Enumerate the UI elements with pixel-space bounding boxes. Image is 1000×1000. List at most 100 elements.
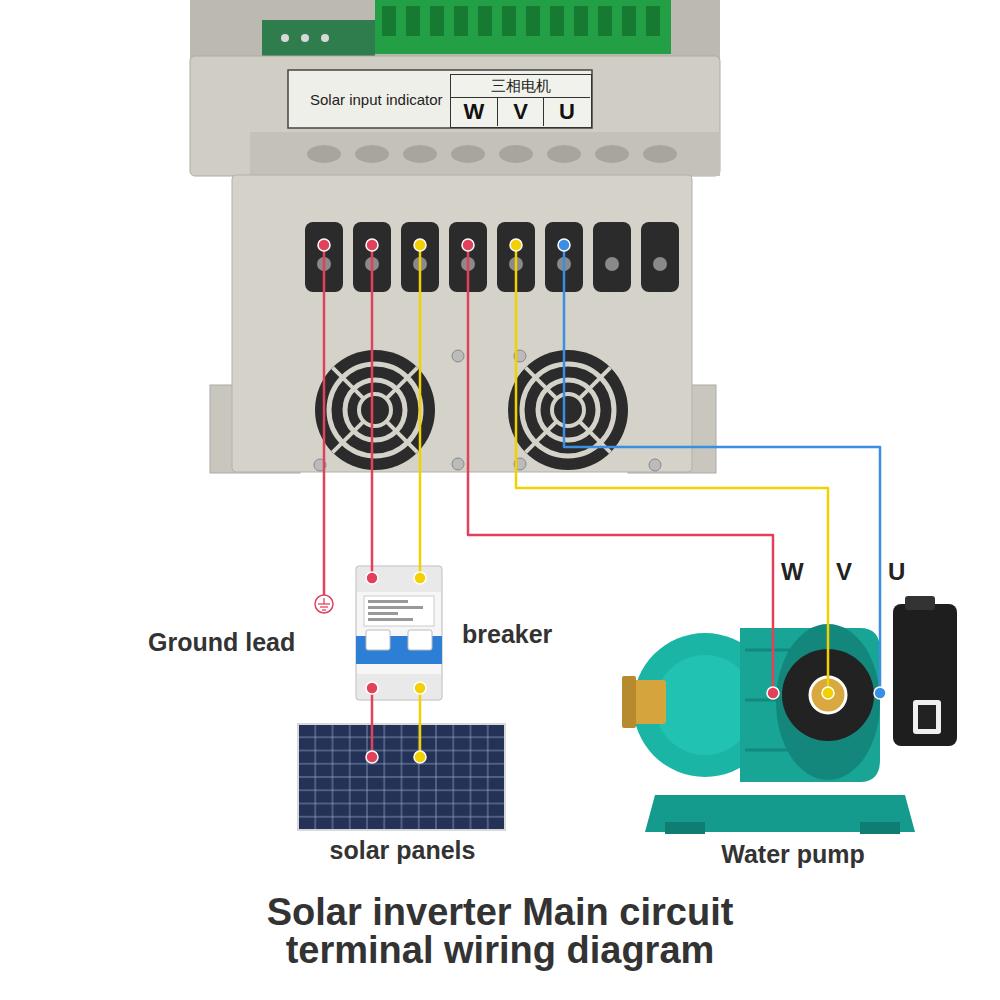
device-dot bbox=[366, 682, 378, 694]
breaker-picture bbox=[364, 596, 434, 626]
label-plate bbox=[288, 70, 592, 128]
wire bbox=[323, 440, 326, 595]
terminal-dot bbox=[462, 239, 474, 251]
housing-screw bbox=[452, 350, 464, 362]
part-label: Ground lead bbox=[148, 628, 295, 657]
phase-cell: U bbox=[543, 97, 590, 126]
breaker-picture bbox=[408, 630, 432, 650]
inverter-housing bbox=[547, 145, 581, 163]
part-label: solar panels bbox=[295, 836, 510, 865]
inverter-housing bbox=[598, 6, 612, 36]
water-pump-picture bbox=[860, 822, 900, 834]
inverter-housing bbox=[375, 0, 671, 54]
inverter-housing bbox=[574, 6, 588, 36]
inverter-housing bbox=[190, 56, 720, 176]
inverter-housing bbox=[478, 6, 492, 36]
cooling-fan bbox=[526, 421, 557, 452]
inverter-housing bbox=[382, 6, 396, 36]
ground-symbol bbox=[322, 609, 326, 610]
terminal-dot bbox=[510, 239, 522, 251]
inverter-housing: Solar input indicator 三相电机WVU bbox=[190, 0, 720, 440]
housing-screw bbox=[649, 459, 661, 471]
device-dot bbox=[767, 687, 779, 699]
device-dot bbox=[822, 687, 834, 699]
housing-screw bbox=[452, 458, 464, 470]
water-pump: Water pump bbox=[618, 612, 968, 870]
breaker-picture bbox=[368, 600, 408, 603]
terminal-vent bbox=[305, 222, 679, 292]
water-pump-picture bbox=[745, 649, 790, 652]
inverter-housing bbox=[622, 6, 636, 36]
water-pump-picture bbox=[665, 822, 705, 834]
inverter-housing bbox=[301, 34, 309, 42]
wire bbox=[468, 440, 773, 612]
ground-symbol bbox=[318, 603, 330, 604]
inverter-housing bbox=[232, 175, 692, 472]
cooling-fan bbox=[579, 368, 610, 399]
inverter-housing bbox=[451, 145, 485, 163]
housing-screw bbox=[314, 350, 661, 471]
terminal-dot bbox=[558, 239, 570, 251]
device-dot bbox=[366, 751, 378, 763]
wire bbox=[564, 440, 880, 612]
breaker-picture bbox=[366, 630, 390, 650]
wire bbox=[419, 440, 422, 565]
phase-label: W bbox=[781, 558, 804, 586]
phase-letter: V bbox=[498, 98, 543, 126]
terminal-dot bbox=[318, 239, 570, 251]
diagram-title: Solar inverter Main circuit terminal wir… bbox=[230, 893, 770, 969]
terminal-wire bbox=[371, 245, 374, 440]
device-dot bbox=[414, 751, 426, 763]
part-label: breaker bbox=[462, 620, 552, 649]
inverter-housing bbox=[190, 0, 720, 62]
wire bbox=[516, 440, 828, 612]
terminal-dot bbox=[366, 239, 378, 251]
inverter-housing bbox=[321, 34, 329, 42]
water-pump-picture bbox=[905, 596, 935, 610]
inverter-housing bbox=[403, 145, 437, 163]
breaker-picture bbox=[368, 612, 398, 615]
water-pump-picture bbox=[893, 604, 957, 746]
cooling-fan bbox=[386, 368, 417, 399]
terminal-wire bbox=[324, 245, 564, 440]
phase-letter: U bbox=[544, 98, 590, 126]
device-wire bbox=[372, 565, 880, 757]
breaker-picture bbox=[368, 606, 423, 609]
water-pump-picture bbox=[745, 749, 790, 752]
wire bbox=[419, 702, 422, 724]
cooling-fan bbox=[333, 421, 364, 452]
terminal-dot bbox=[414, 239, 426, 251]
inverter-housing bbox=[307, 145, 341, 163]
breaker-picture bbox=[356, 566, 442, 700]
solar-panels: solar panels bbox=[295, 724, 510, 870]
phase-label: V bbox=[836, 558, 852, 586]
inverter-housing bbox=[526, 6, 540, 36]
phase-cell: W bbox=[451, 97, 497, 126]
water-pump-picture bbox=[622, 676, 636, 728]
breaker-picture bbox=[357, 567, 441, 592]
ground-symbol bbox=[320, 606, 328, 607]
cooling-fan bbox=[333, 368, 364, 399]
part-label: Water pump bbox=[618, 840, 968, 869]
terminal-wire bbox=[323, 245, 326, 440]
phase-cell: V bbox=[497, 97, 543, 126]
breaker-picture bbox=[357, 674, 441, 699]
motor-terminal-table: 三相电机WVU bbox=[450, 74, 592, 128]
inverter-housing bbox=[262, 20, 375, 60]
terminal-dot bbox=[318, 239, 330, 251]
terminal-wire bbox=[515, 245, 518, 440]
solar-panel-picture bbox=[298, 724, 505, 830]
device-dot bbox=[874, 687, 886, 699]
inverter-housing bbox=[430, 6, 444, 36]
cooling-fan bbox=[508, 350, 628, 470]
cooling-fan bbox=[315, 350, 435, 470]
ground-symbol bbox=[315, 595, 333, 613]
cooling-fan bbox=[386, 421, 417, 452]
cooling-fan bbox=[508, 350, 628, 470]
indicator-label: Solar input indicator bbox=[310, 91, 443, 108]
inverter-housing bbox=[250, 132, 720, 176]
ground-symbol bbox=[323, 598, 324, 604]
device-wire bbox=[772, 612, 775, 693]
